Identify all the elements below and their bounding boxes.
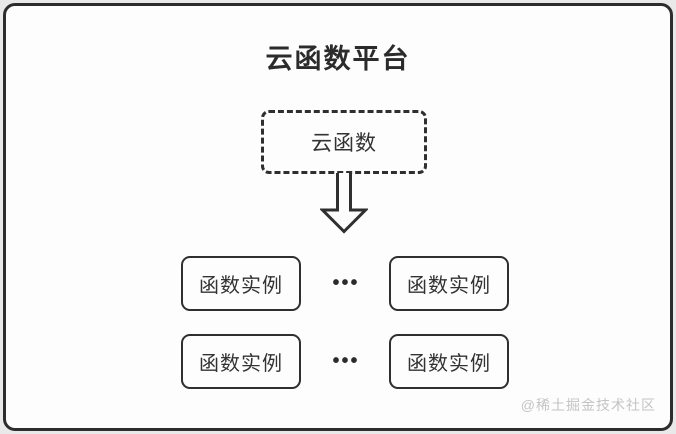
function-instance-label: 函数实例 [407,353,491,375]
ellipsis: ••• [332,272,360,294]
function-instance-label: 函数实例 [199,353,283,375]
cloud-function-node: 云函数 [261,110,427,174]
down-arrow-icon [320,173,368,234]
diagram-title: 云函数平台 [265,44,411,74]
ellipsis: ••• [332,350,360,372]
watermark: @稀土掘金技术社区 [520,397,656,413]
diagram-frame: 云函数平台 云函数 函数实例 ••• 函数实例 函数实例 ••• 函数实例 @稀… [3,3,673,431]
function-instance-node: 函数实例 [389,256,509,311]
function-instance-node: 函数实例 [181,256,301,311]
function-instance-node: 函数实例 [389,334,509,389]
cloud-function-label: 云函数 [311,132,377,155]
function-instance-label: 函数实例 [199,275,283,297]
function-instance-node: 函数实例 [181,334,301,389]
function-instance-label: 函数实例 [407,275,491,297]
